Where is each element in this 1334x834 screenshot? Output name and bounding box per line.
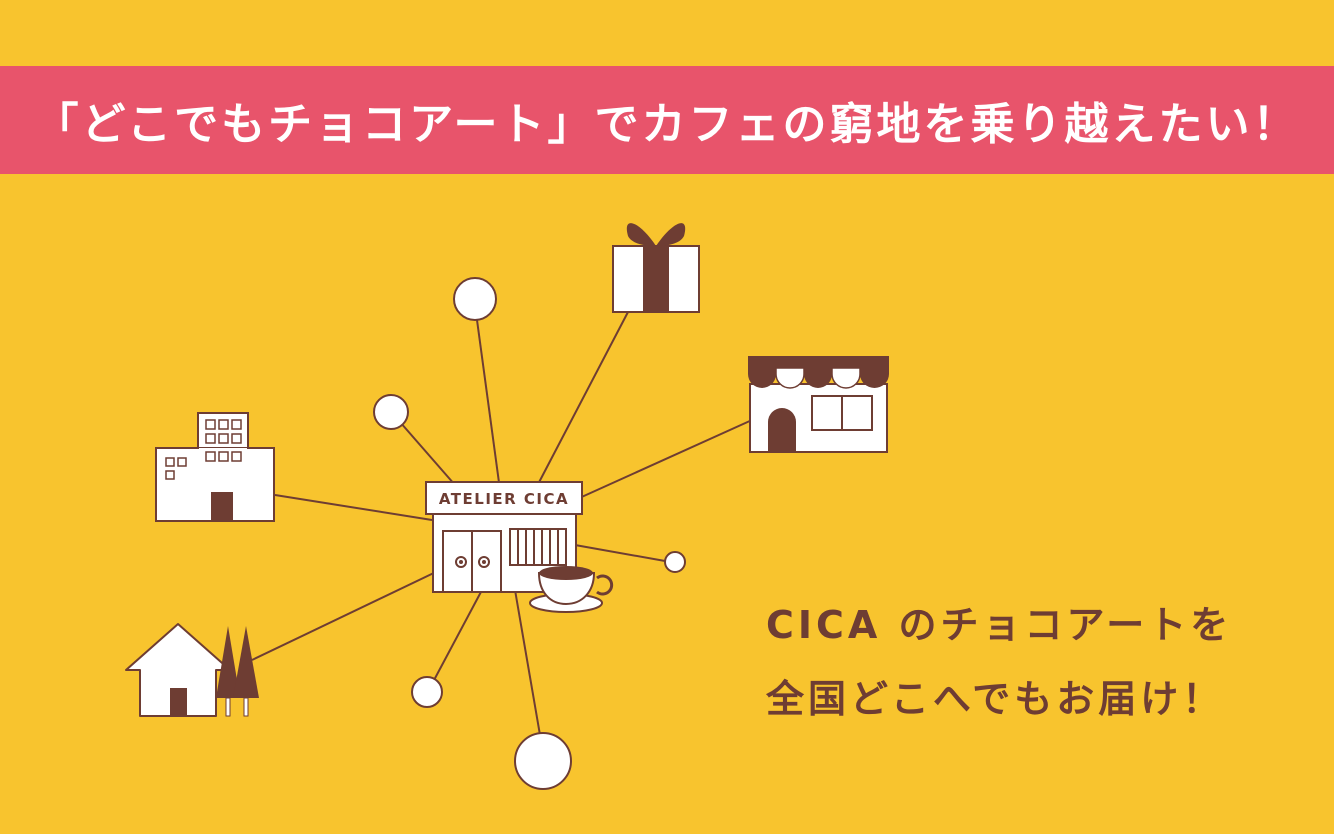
message-line-1: CICA のチョコアートを	[766, 603, 1233, 647]
banner-title: 「どこでもチョコアート」でカフェの窮地を乗り越えたい！	[34, 99, 1300, 150]
gift-icon	[612, 223, 700, 313]
node-circle	[514, 732, 572, 790]
office-building-icon	[155, 412, 275, 522]
cafe-shop-icon: ATELIER CICA	[425, 481, 583, 593]
node-circle	[411, 676, 443, 708]
message-line-2: 全国どこへでもお届け！	[766, 677, 1225, 721]
delivery-message: CICA のチョコアートを 全国どこへでもお届け！	[766, 588, 1286, 736]
node-circle	[453, 277, 497, 321]
shop-sign: ATELIER CICA	[439, 490, 569, 508]
header-banner: 「どこでもチョコアート」でカフェの窮地を乗り越えたい！	[0, 66, 1334, 174]
node-circle	[373, 394, 409, 430]
house-with-trees-icon	[125, 623, 259, 717]
coffee-cup-icon	[529, 566, 614, 613]
storefront-icon	[748, 356, 889, 453]
node-circle	[664, 551, 686, 573]
